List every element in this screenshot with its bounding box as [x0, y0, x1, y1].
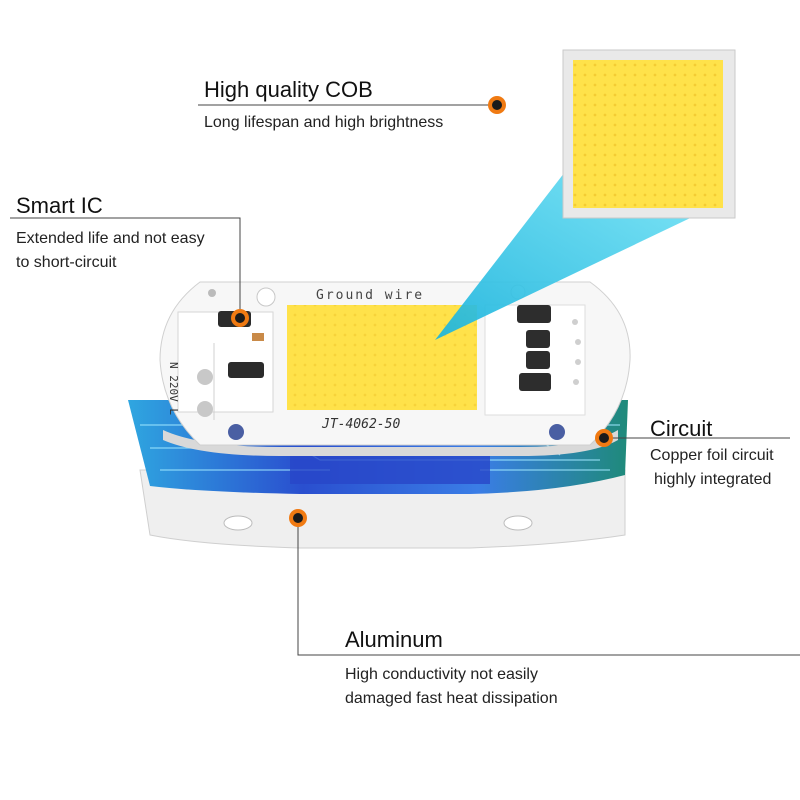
- cob-title: High quality COB: [204, 77, 373, 102]
- aluminum-title: Aluminum: [345, 627, 443, 652]
- aluminum-desc-line-1: High conductivity not easily: [345, 666, 538, 683]
- board-hole-bottom-right: [549, 424, 565, 440]
- board-edge: [163, 430, 618, 456]
- cob-led-dots: [287, 305, 477, 410]
- cob-desc-line-1: Long lifespan and high brightness: [204, 114, 444, 131]
- circuit-desc-line-1: Copper foil circuit: [650, 447, 774, 464]
- right-chip-3: [526, 351, 550, 369]
- board-model-text: JT-4062-50: [321, 417, 400, 432]
- circuit-title: Circuit: [650, 416, 713, 441]
- aluminum-desc-line-2: damaged fast heat dissipation: [345, 690, 558, 707]
- smart-ic-desc-line-1: Extended life and not easy: [16, 230, 205, 247]
- callout-marker-circuit: [595, 429, 613, 447]
- solder-pad-n: [197, 369, 213, 385]
- ic-chip-side: [252, 333, 264, 341]
- solder-pad-l: [197, 401, 213, 417]
- board-hole-bottom-left: [228, 424, 244, 440]
- pcb-band: [290, 452, 490, 484]
- right-chip-4: [519, 373, 551, 391]
- callout-marker-smart-ic: [231, 309, 249, 327]
- callout-lines: [10, 104, 800, 656]
- board-side-text: N 220V L: [167, 362, 180, 415]
- aluminum-hole-right: [503, 515, 533, 531]
- circuit-desc-line-2: highly integrated: [654, 471, 772, 488]
- board-hole-top-left: [256, 287, 276, 307]
- aluminum-hole-left: [223, 515, 253, 531]
- right-chip-2: [526, 330, 550, 348]
- ic-chip-main: [228, 362, 264, 378]
- board-top-text: Ground wire: [316, 288, 424, 303]
- callout-marker-cob: [488, 96, 506, 114]
- callout-marker-aluminum: [289, 509, 307, 527]
- smart-ic-title: Smart IC: [16, 193, 103, 218]
- smart-ic-desc-line-2: to short-circuit: [16, 254, 117, 271]
- board-dot-small: [208, 289, 216, 297]
- zoom-inset-dots: [573, 60, 723, 208]
- right-chip-1: [517, 305, 551, 323]
- right-pad-dots: [572, 319, 581, 385]
